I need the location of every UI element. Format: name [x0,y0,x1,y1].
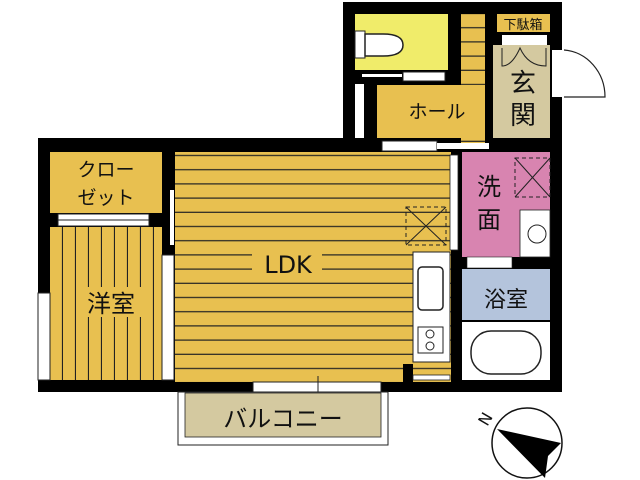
toilet-door[interactable] [402,71,446,82]
balcony-window[interactable] [252,381,382,393]
front-door-swing [563,49,606,98]
washroom-label-2: 面 [477,206,501,234]
compass-north-label: N [474,409,496,429]
washbasin-icon [527,224,547,244]
entrance-label-2: 関 [510,101,536,131]
ldk-closet-dashed [405,206,447,246]
compass-icon: N [474,407,563,479]
entrance-label: 玄 [510,69,536,99]
western-room-sliding-door[interactable] [161,254,175,381]
shoe-cabinet-label: 下駄箱 [503,17,542,33]
bathroom-label: 浴室 [484,288,528,313]
ldk-label: LDK [264,251,313,279]
shoe-cabinet [497,14,550,32]
washroom-label: 洗 [477,173,501,201]
front-door[interactable] [552,50,564,97]
kitchen-sink-icon [417,266,444,311]
balcony-label: バルコニー [223,405,343,433]
bathroom [462,269,550,320]
closet [50,152,162,213]
western-room-label: 洋室 [87,290,135,318]
western-room-window[interactable] [37,292,51,381]
bathroom-door[interactable] [466,256,513,269]
stove-icon [417,326,444,354]
closet-label-2: ゼット [77,187,134,209]
washroom-door[interactable] [449,154,459,251]
toilet-icon [364,33,404,57]
hall-door[interactable] [381,140,438,152]
bathtub-icon [470,330,542,375]
hall-label: ホール [408,101,465,123]
hall [377,85,485,138]
closet-label: クロー [77,159,134,181]
washing-machine-space [514,157,551,198]
